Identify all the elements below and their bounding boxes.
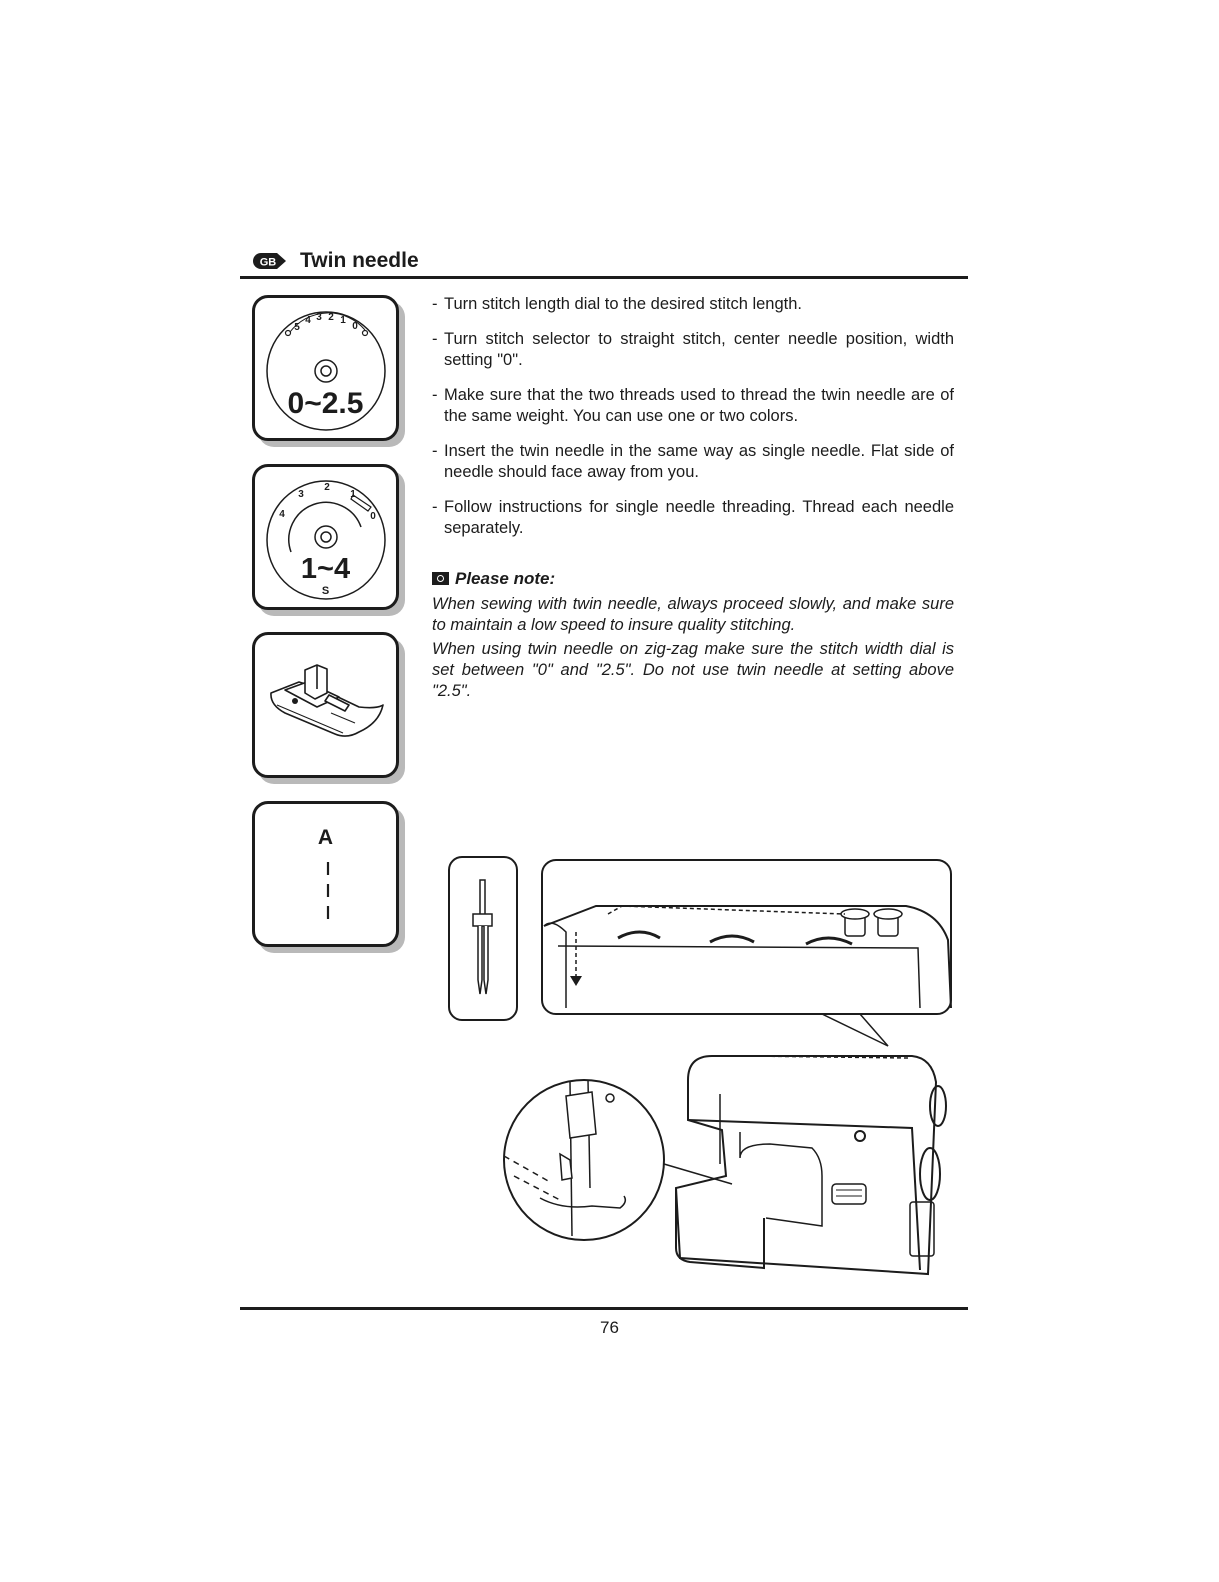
note-paragraph: When using twin needle on zig-zag make s…	[432, 640, 954, 700]
gb-language-badge: GB	[253, 253, 286, 269]
zigzag-presser-foot-icon	[270, 664, 384, 737]
stitch-length-setting: 1~4	[300, 553, 351, 585]
stitch-pattern-panel: A	[252, 801, 399, 947]
svg-text:2: 2	[328, 312, 334, 323]
svg-text:5: 5	[294, 322, 300, 333]
instruction-item: Make sure that the two threads used to t…	[432, 385, 954, 427]
svg-text:2: 2	[324, 482, 330, 493]
stitch-width-setting: 0~2.5	[287, 387, 364, 420]
svg-text:3: 3	[298, 489, 304, 500]
instruction-item: Insert the twin needle in the same way a…	[432, 441, 954, 483]
svg-text:0: 0	[352, 321, 358, 332]
stitch-width-dial-panel: 5 4 3 2 1 0 0~2.5	[252, 295, 399, 441]
footer-rule	[240, 1307, 968, 1310]
svg-text:GB: GB	[260, 257, 277, 269]
instruction-item: Turn stitch length dial to the desired s…	[432, 294, 954, 315]
svg-text:4: 4	[305, 315, 311, 326]
instruction-item: Follow instructions for single needle th…	[432, 497, 954, 539]
instruction-item: Turn stitch selector to straight stitch,…	[432, 329, 954, 371]
svg-text:0: 0	[370, 511, 376, 522]
stitch-length-dial-panel: 4 3 2 1 0 1~4 S	[252, 464, 399, 610]
note-heading-text: Please note:	[455, 569, 556, 588]
note-heading: Please note:	[432, 569, 555, 589]
instruction-list: Turn stitch length dial to the desired s…	[432, 294, 954, 553]
stitch-length-sub-label: S	[321, 585, 330, 597]
svg-text:3: 3	[316, 312, 322, 323]
twin-needle-icon	[472, 879, 493, 995]
sewing-machine-threading-illustration	[503, 859, 952, 1276]
stitch-length-dial-icon: 4 3 2 1 0	[266, 480, 386, 600]
note-paragraph: When sewing with twin needle, always pro…	[432, 595, 954, 634]
twin-needle-panel	[448, 856, 518, 1021]
svg-text:1: 1	[350, 489, 356, 500]
page-header: GB Twin needle	[240, 248, 968, 280]
page-title: Twin needle	[300, 249, 419, 272]
stitch-width-dial-icon: 5 4 3 2 1 0	[266, 311, 386, 431]
svg-text:4: 4	[279, 509, 285, 520]
presser-foot-panel	[252, 632, 399, 778]
note-icon	[432, 572, 449, 585]
stitch-pattern-label: A	[317, 826, 334, 849]
svg-text:1: 1	[340, 315, 346, 326]
page-number: 76	[600, 1318, 619, 1337]
straight-stitch-icon	[326, 862, 330, 919]
header-rule	[240, 276, 968, 279]
